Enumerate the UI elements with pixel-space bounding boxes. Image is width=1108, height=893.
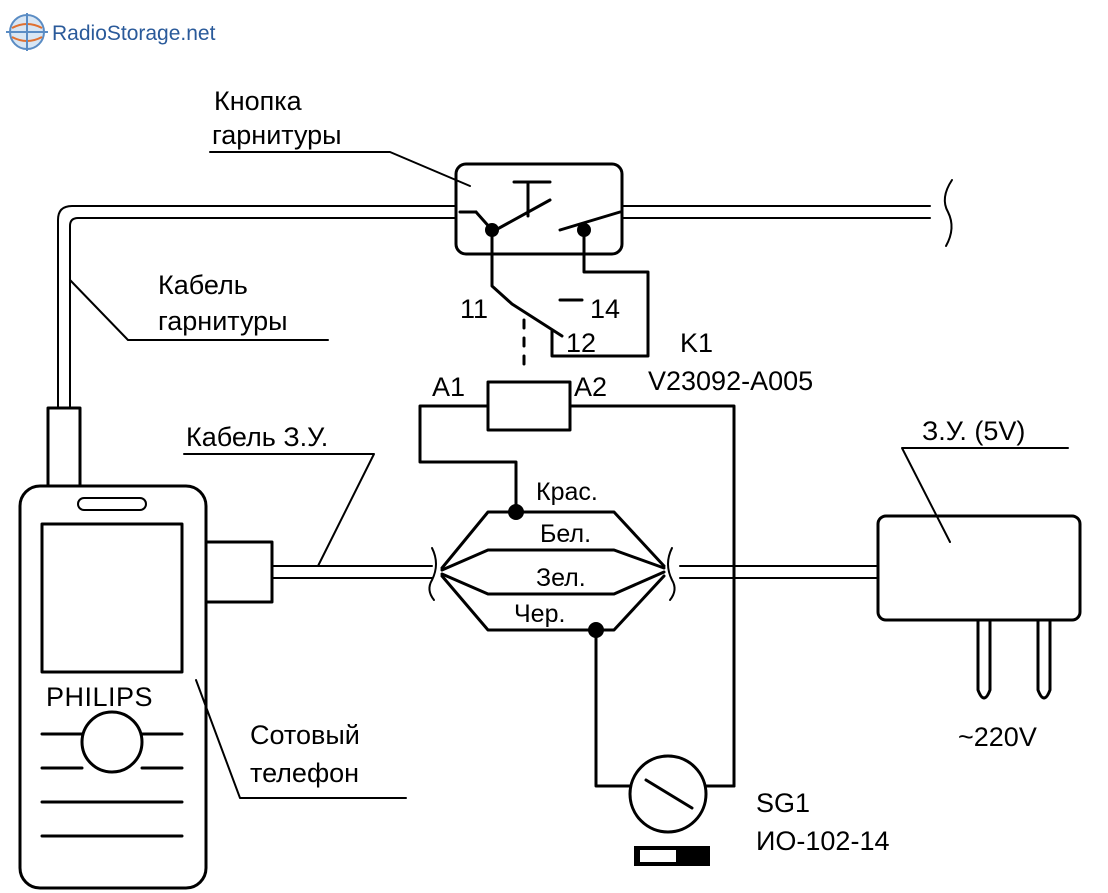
wire-white-label: Бел. [540,520,591,548]
cell-phone: PHILIPS [18,406,274,890]
relay-contacts [490,228,650,366]
sensor-part: ИО-102-14 [756,826,889,856]
site-logo-text: RadioStorage.net [52,22,216,45]
pin-14-label: 14 [590,294,620,324]
mains-label: ~220V [958,722,1037,752]
headset-button-label-1: Кнопка [214,86,303,116]
headset-cable-label-1: Кабель [158,270,248,300]
site-logo[interactable]: RadioStorage.net [6,13,216,51]
headset-cable-label-2: гарнитуры [158,306,288,336]
wire-harness [440,504,736,788]
transistor-globe-icon [6,13,48,51]
charger-unit [876,514,1082,700]
headset-button-label-2: гарнитуры [212,120,342,150]
coil-a1-label: A1 [432,372,465,402]
wire-green-label: Зел. [536,564,586,592]
phone-label-1: Сотовый [250,720,360,750]
charger-cable [271,547,879,601]
pin-11-label: 11 [460,294,488,324]
pin-12-label: 12 [566,328,596,358]
tilt-sensor [628,754,710,866]
leader-lines [69,151,1069,799]
charger-cable-label: Кабель З.У. [186,422,328,452]
wire-black-label: Чер. [514,600,565,628]
wire-red-label: Крас. [536,478,598,506]
relay-ref: K1 [680,328,713,358]
phone-label-2: телефон [250,758,359,788]
cable-break-mark [943,179,953,247]
relay-coil [418,380,736,788]
charger-label: З.У. (5V) [922,416,1025,446]
sensor-ref: SG1 [756,788,810,818]
phone-brand: PHILIPS [46,682,153,712]
labels: Кнопка гарнитуры Кабель гарнитуры Кабель… [158,86,1037,856]
coil-a2-label: A2 [574,372,607,402]
headset-button [454,162,624,256]
relay-part: V23092-A005 [648,366,813,396]
headset-cable [57,179,953,411]
